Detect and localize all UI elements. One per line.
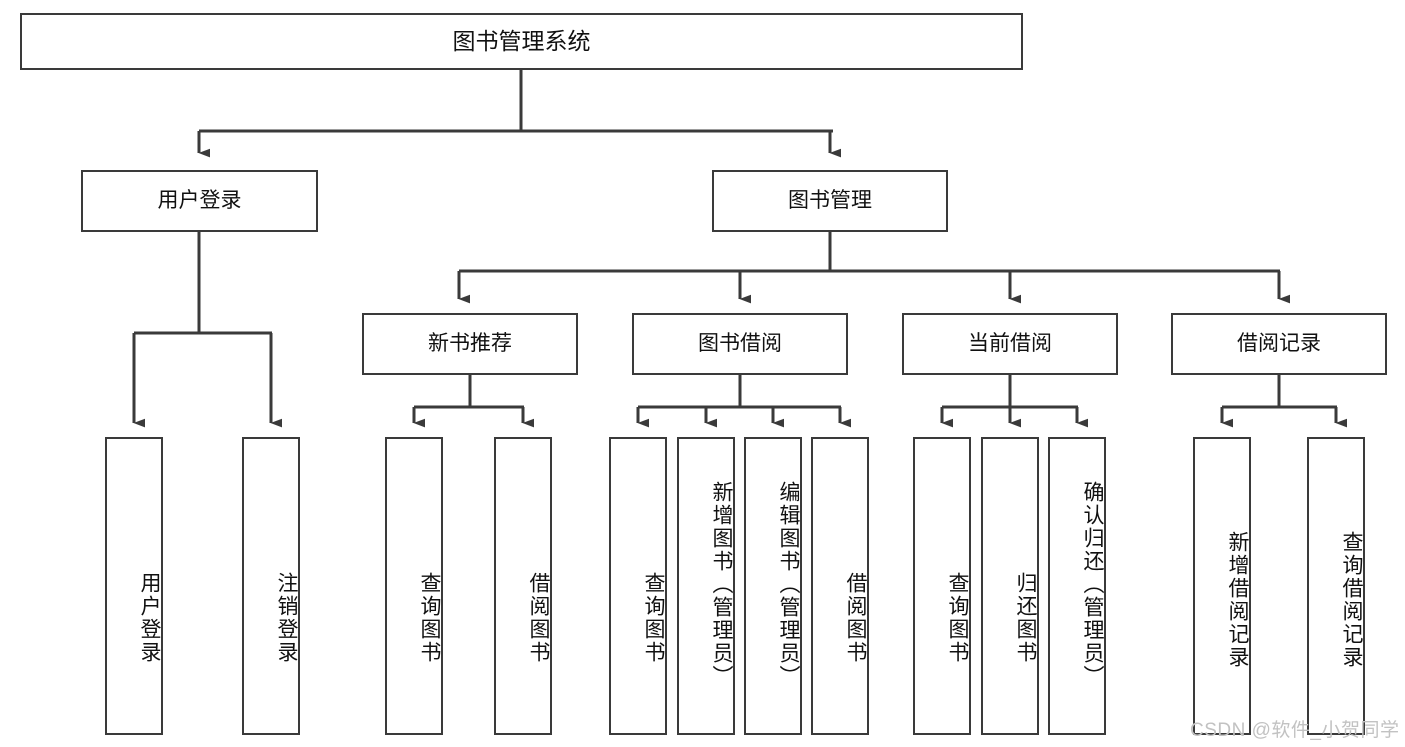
node-root[interactable]: 图书管理系统 <box>20 13 1023 70</box>
node-leaf-borrow-book-2-label: 借阅图书 <box>844 572 867 664</box>
node-leaf-confirm-return-label: 确认归还（管理员） <box>1081 480 1104 688</box>
node-borrow-record-label: 借阅记录 <box>1237 332 1321 356</box>
node-leaf-add-book-label: 新增图书（管理员） <box>710 480 733 688</box>
node-current-borrow[interactable]: 当前借阅 <box>902 313 1118 375</box>
node-leaf-query-book-1[interactable]: 查询图书 <box>385 437 443 735</box>
node-leaf-add-record[interactable]: 新增借阅记录 <box>1193 437 1251 735</box>
node-leaf-query-record-label: 查询借阅记录 <box>1340 531 1363 669</box>
node-leaf-query-book-1-label: 查询图书 <box>418 572 441 664</box>
node-leaf-borrow-book-1[interactable]: 借阅图书 <box>494 437 552 735</box>
node-leaf-confirm-return[interactable]: 确认归还（管理员） <box>1048 437 1106 735</box>
node-leaf-borrow-book-1-label: 借阅图书 <box>527 572 550 664</box>
node-leaf-borrow-book-2[interactable]: 借阅图书 <box>811 437 869 735</box>
node-leaf-user-login-label: 用户登录 <box>138 572 161 664</box>
node-leaf-query-record[interactable]: 查询借阅记录 <box>1307 437 1365 735</box>
node-leaf-user-login[interactable]: 用户登录 <box>105 437 163 735</box>
node-leaf-return-book[interactable]: 归还图书 <box>981 437 1039 735</box>
node-root-label: 图书管理系统 <box>452 27 591 54</box>
node-leaf-query-book-3[interactable]: 查询图书 <box>913 437 971 735</box>
node-book-manage-label: 图书管理 <box>788 189 872 213</box>
node-leaf-query-book-2-label: 查询图书 <box>642 572 665 664</box>
node-book-borrow-label: 图书借阅 <box>698 332 782 356</box>
node-new-book-recommend[interactable]: 新书推荐 <box>362 313 578 375</box>
node-new-book-recommend-label: 新书推荐 <box>428 332 512 356</box>
node-leaf-add-book[interactable]: 新增图书（管理员） <box>677 437 735 735</box>
node-leaf-logout-label: 注销登录 <box>275 572 298 664</box>
node-book-manage[interactable]: 图书管理 <box>712 170 948 232</box>
node-leaf-return-book-label: 归还图书 <box>1014 572 1037 664</box>
node-current-borrow-label: 当前借阅 <box>968 332 1052 356</box>
node-leaf-edit-book-label: 编辑图书（管理员） <box>777 480 800 688</box>
node-leaf-query-book-2[interactable]: 查询图书 <box>609 437 667 735</box>
node-leaf-logout[interactable]: 注销登录 <box>242 437 300 735</box>
node-book-borrow[interactable]: 图书借阅 <box>632 313 848 375</box>
node-leaf-edit-book[interactable]: 编辑图书（管理员） <box>744 437 802 735</box>
node-user-login[interactable]: 用户登录 <box>81 170 318 232</box>
node-borrow-record[interactable]: 借阅记录 <box>1171 313 1387 375</box>
node-user-login-label: 用户登录 <box>157 189 242 213</box>
node-leaf-add-record-label: 新增借阅记录 <box>1226 531 1249 669</box>
node-leaf-query-book-3-label: 查询图书 <box>946 572 969 664</box>
